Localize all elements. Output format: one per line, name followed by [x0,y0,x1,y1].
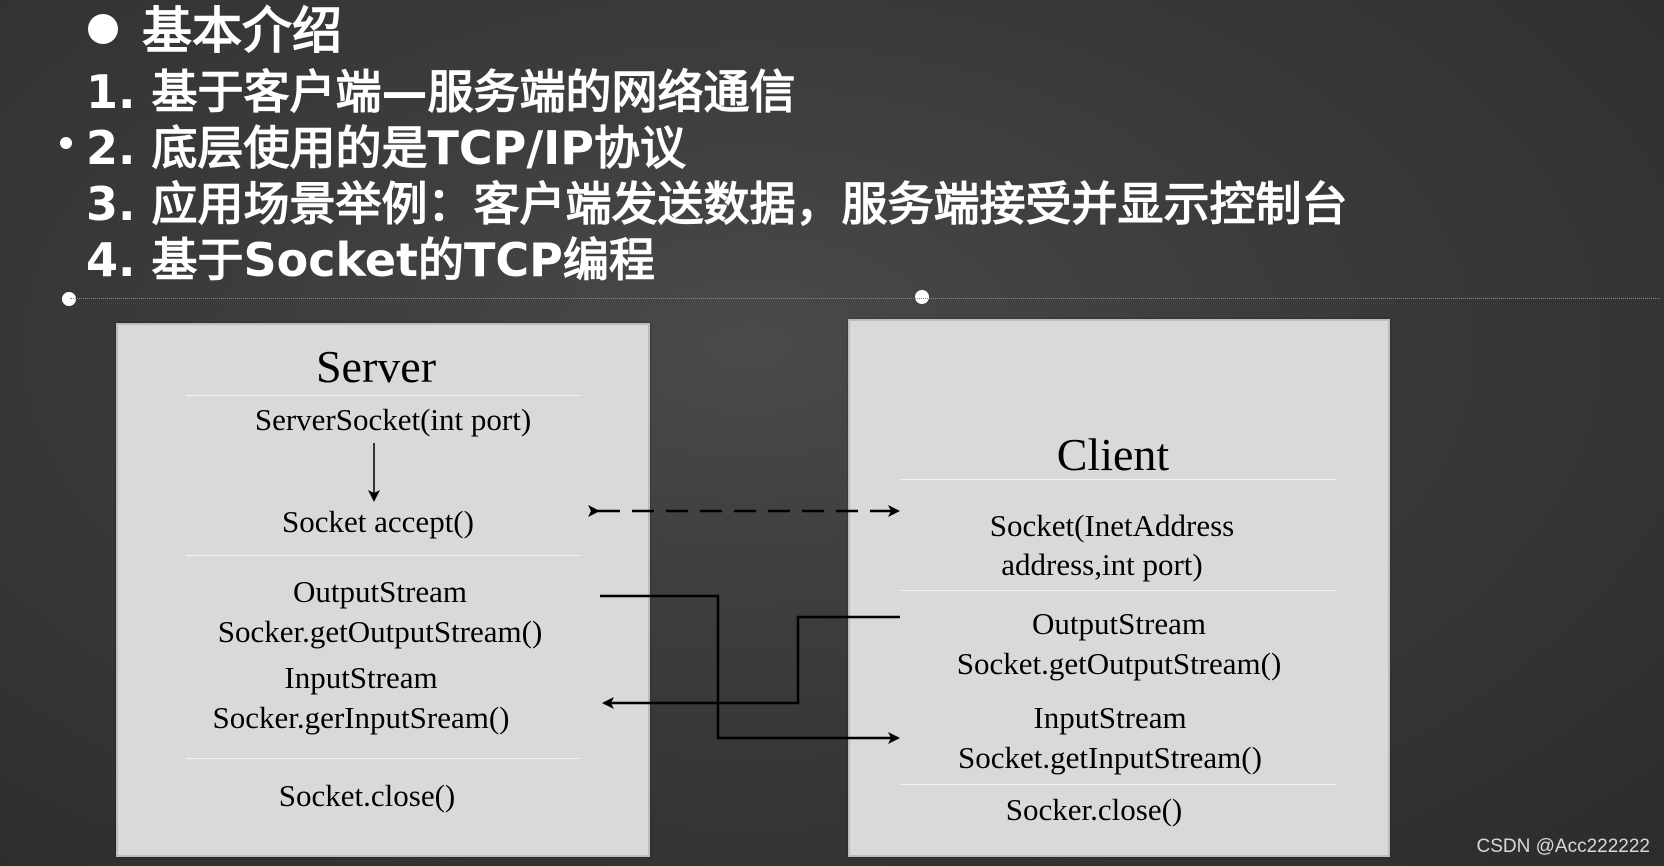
server-box [116,323,650,857]
client-input-stream: InputStream [1033,700,1187,735]
page-title: 基本介绍 [142,2,342,60]
client-box [848,319,1390,857]
server-close: Socket.close() [278,778,456,813]
server-title: Server [315,341,437,392]
list-item-2: 2. 底层使用的是TCP/IP协议 [86,121,686,175]
list-item-3: 3. 应用场景举例：客户端发送数据，服务端接受并显示控制台 [86,177,1348,231]
client-title-divider [900,479,1336,480]
item-bullet [60,137,72,149]
server-input-stream: InputStream [284,660,438,695]
client-to-server-arrow [602,615,900,709]
client-output-stream: OutputStream [1032,606,1206,641]
server-accept: Socket accept() [282,504,474,539]
client-stream-divider [900,784,1336,785]
divider [70,298,1660,299]
server-to-client-arrow [600,594,900,744]
server-socket-constructor: ServerSocket(int port) [254,402,532,437]
heading-bullet [88,14,118,44]
server-title-divider [186,395,580,396]
client-socket-constructor: Socket(InetAddress [989,508,1235,543]
server-get-input-stream: Socker.gerInputSream() [212,700,510,735]
watermark: CSDN @Acc222222 [1476,836,1650,857]
client-close: Socker.close() [1005,792,1183,827]
client-title: Client [1056,429,1170,480]
server-output-stream: OutputStream [293,574,467,609]
client-get-input-stream: Socket.getInputStream() [958,740,1262,775]
server-accept-divider [186,555,580,556]
client-socket-divider [900,590,1336,591]
server-stream-divider [186,758,580,759]
left-bullet [62,292,76,306]
list-item-4: 4. 基于Socket的TCP编程 [86,233,655,287]
right-bullet [915,290,929,304]
client-get-output-stream: Socket.getOutputStream() [956,646,1282,681]
list-item-1: 1. 基于客户端—服务端的网络通信 [86,65,796,119]
server-get-output-stream: Socker.getOutputStream() [217,614,543,649]
client-socket-constructor-args: address,int port) [1001,547,1203,582]
